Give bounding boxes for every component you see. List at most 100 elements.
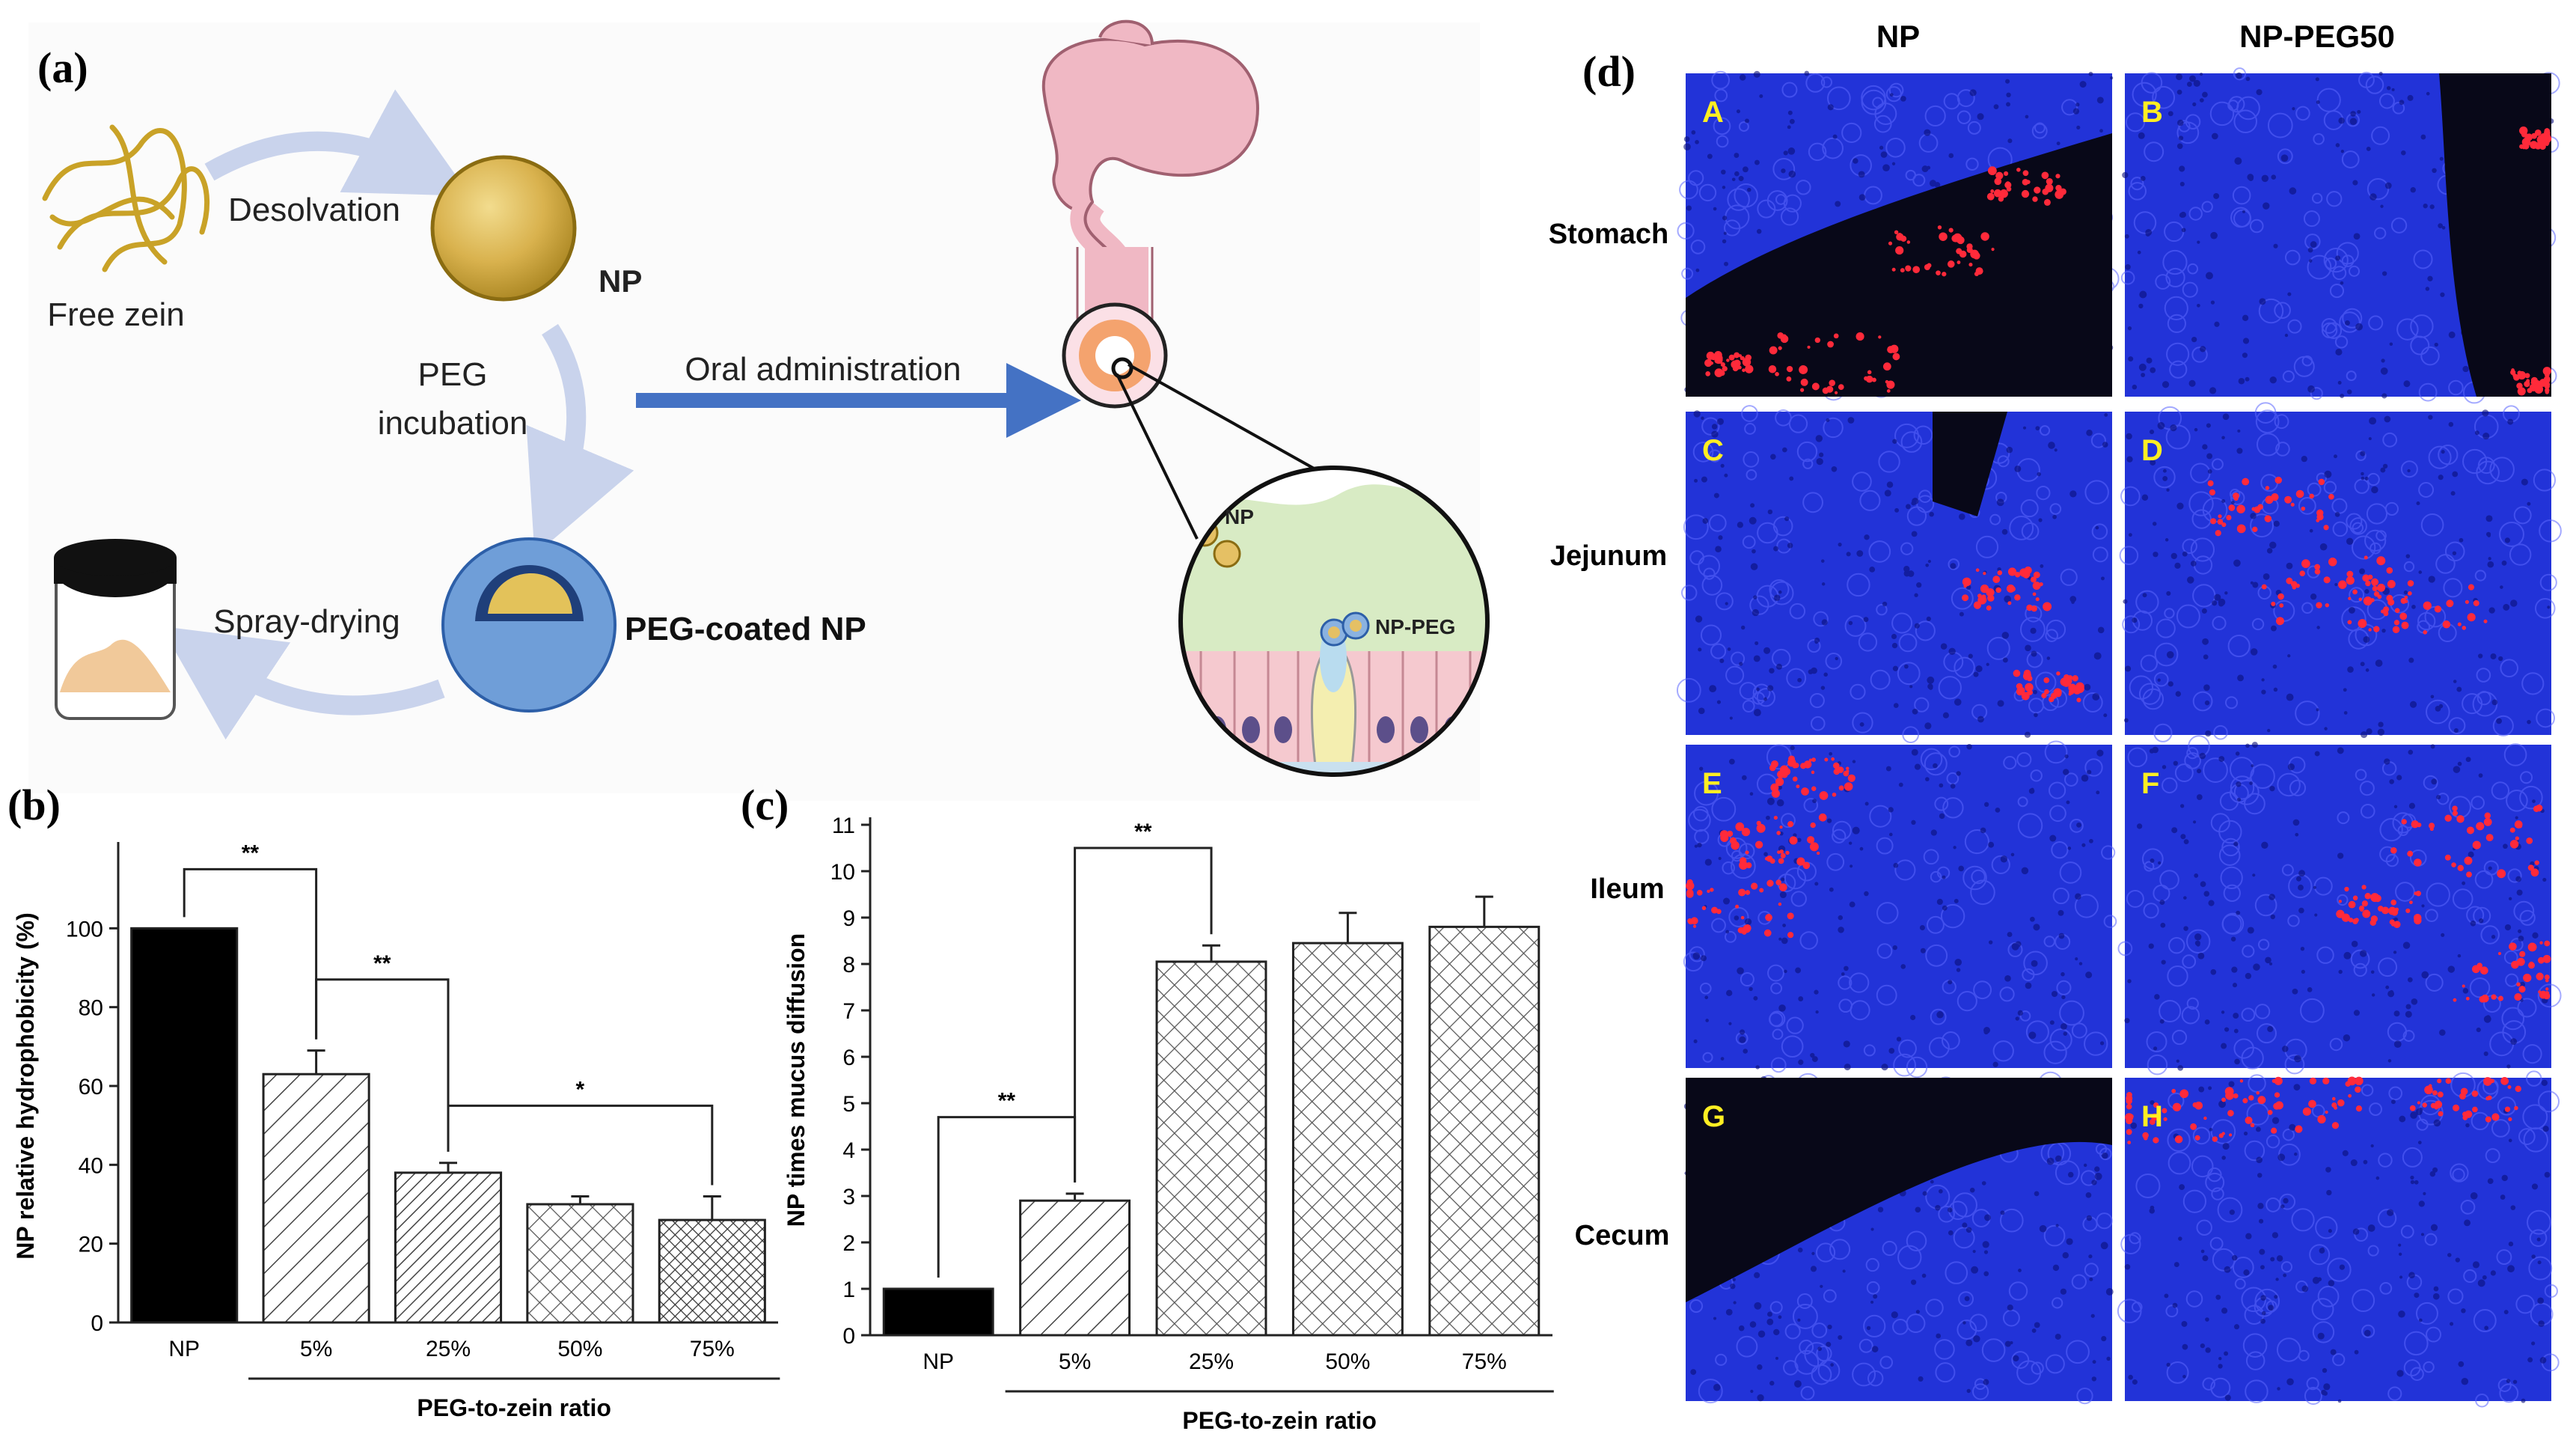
y-tick-label: 5: [842, 1092, 855, 1117]
row-label-stomach: Stomach: [1549, 219, 1668, 250]
micrograph-tile-C: C: [1676, 405, 2112, 744]
x-tick-label: 75%: [690, 1337, 735, 1361]
chart-b: 0 20 40 60 80 100 NP relative hydrophobicity (…: [12, 840, 780, 1421]
y-tick-label: 100: [66, 917, 103, 942]
oral-administration-label: Oral administration: [685, 351, 961, 388]
peg-incubation-arrow: [526, 323, 634, 555]
significance-label: **: [373, 951, 391, 976]
significance-label: **: [242, 840, 260, 865]
x-tick-label: 5%: [1059, 1349, 1091, 1374]
panel-a: (a) Free zein Desolvation NP PEG incubat…: [28, 19, 1490, 801]
y-axis-label: NP times mucus diffusion: [783, 933, 810, 1227]
tile-label: E: [1702, 767, 1722, 800]
x-tick-label: 25%: [1189, 1349, 1234, 1374]
stomach-icon: [1041, 19, 1259, 409]
x-tick-label: 5%: [300, 1337, 332, 1361]
tile-label: G: [1702, 1100, 1725, 1133]
y-tick-label: 0: [91, 1311, 103, 1336]
x-axis-label: PEG-to-zein ratio: [417, 1394, 611, 1421]
y-tick-label: 11: [832, 814, 855, 838]
bar-5%: [262, 1073, 370, 1324]
x-tick-label: 75%: [1462, 1349, 1507, 1374]
y-axis-label: NP relative hydrophobicity (%): [12, 912, 39, 1260]
panel-c: (c) 0 1 2 3 4 5 6 7 8 9 10 11 NP times mucus diffusi…: [741, 781, 1554, 1434]
tile-label: D: [2141, 434, 2163, 467]
y-tick-label: 2: [842, 1231, 855, 1256]
y-tick-label: 8: [842, 953, 855, 977]
y-tick-label: 1: [842, 1278, 855, 1302]
panel-d-label: (d): [1582, 47, 1636, 96]
bar-75%: [1428, 925, 1541, 1337]
peg-label-line1: PEG: [418, 356, 488, 393]
bar-25%: [394, 1171, 503, 1324]
significance-bracket: [315, 978, 450, 1152]
panel-c-label: (c): [741, 781, 789, 829]
inset-np-label: NP: [1225, 505, 1254, 528]
significance-bracket: [183, 867, 318, 1040]
significance-bracket: [447, 1104, 714, 1186]
micrograph-tile-A: A: [1677, 70, 2120, 401]
row-label-cecum: Cecum: [1575, 1220, 1670, 1251]
significance-label: **: [1134, 820, 1152, 844]
np-label: NP: [599, 263, 642, 299]
spray-drying-label: Spray-drying: [213, 603, 400, 640]
y-tick-label: 3: [842, 1185, 855, 1209]
significance-bracket: [1074, 846, 1213, 1183]
row-label-jejunum: Jejunum: [1550, 540, 1667, 572]
peg-coated-np-label: PEG-coated NP: [625, 611, 866, 647]
x-tick-label: 25%: [426, 1337, 471, 1361]
peg-label-line2: incubation: [378, 405, 528, 442]
bar-NP: [882, 1287, 994, 1337]
significance-label: **: [998, 1089, 1016, 1114]
spray-drying-arrow: [161, 626, 445, 740]
bar-75%: [658, 1218, 766, 1324]
bar-25%: [1155, 960, 1267, 1337]
bar-50%: [1291, 942, 1404, 1337]
zoom-line-left: [1116, 373, 1199, 540]
x-tick-label: NP: [168, 1337, 200, 1361]
desolvation-label: Desolvation: [228, 192, 400, 228]
micrograph-tile-D: D: [2119, 402, 2562, 742]
y-tick-label: 20: [79, 1233, 103, 1257]
column-header-np-peg50: NP-PEG50: [2239, 19, 2395, 54]
panel-b: (b) 0 20 40 60 80 100 NP relative hydrophobici…: [0, 781, 786, 1434]
micrograph-tile-H: H: [2117, 1070, 2560, 1408]
significance-label: *: [576, 1077, 585, 1102]
y-tick-label: 60: [79, 1075, 103, 1099]
panel-a-label: (a): [37, 43, 88, 92]
micrograph-tile-F: F: [2117, 735, 2562, 1076]
bar-5%: [1019, 1199, 1131, 1337]
y-tick-label: 9: [842, 906, 855, 931]
tile-label: A: [1702, 96, 1724, 129]
row-label-ileum: Ileum: [1590, 873, 1664, 905]
free-zein-label: Free zein: [47, 296, 184, 333]
tile-label: B: [2141, 96, 2163, 129]
y-tick-label: 80: [79, 996, 103, 1021]
np-sphere: [430, 155, 577, 302]
micrograph-tile-E: E: [1683, 740, 2117, 1078]
tile-label: F: [2141, 767, 2159, 800]
x-tick-label: NP: [923, 1349, 954, 1374]
y-tick-label: 10: [830, 860, 855, 885]
bar-NP: [130, 927, 239, 1324]
micrograph-tile-B: B: [2120, 67, 2560, 404]
tile-label: H: [2141, 1100, 2163, 1133]
powder-jar-icon: [54, 539, 177, 720]
panel-d: (d) NP NP-PEG50 Stomach Jejunum Ileum Ce…: [1549, 19, 2562, 1408]
free-zein-strands-icon: [42, 124, 210, 272]
desolvation-arrow: [204, 89, 471, 196]
column-header-np: NP: [1876, 19, 1920, 54]
panel-b-label: (b): [7, 781, 61, 829]
x-tick-label: 50%: [1325, 1349, 1370, 1374]
y-tick-label: 7: [842, 999, 855, 1024]
y-tick-label: 40: [79, 1153, 103, 1178]
y-tick-label: 6: [842, 1046, 855, 1070]
tile-label: C: [1702, 434, 1724, 467]
micrograph-tile-G: G: [1683, 1071, 2114, 1405]
peg-coated-np-icon: [441, 537, 617, 713]
y-tick-label: 0: [842, 1324, 855, 1349]
chart-c: 0 1 2 3 4 5 6 7 8 9 10 11 NP times mucus diffusionNP…: [783, 814, 1554, 1434]
bar-50%: [526, 1203, 634, 1324]
inset-np-peg-label: NP-PEG: [1375, 615, 1455, 638]
y-tick-label: 4: [842, 1138, 855, 1163]
